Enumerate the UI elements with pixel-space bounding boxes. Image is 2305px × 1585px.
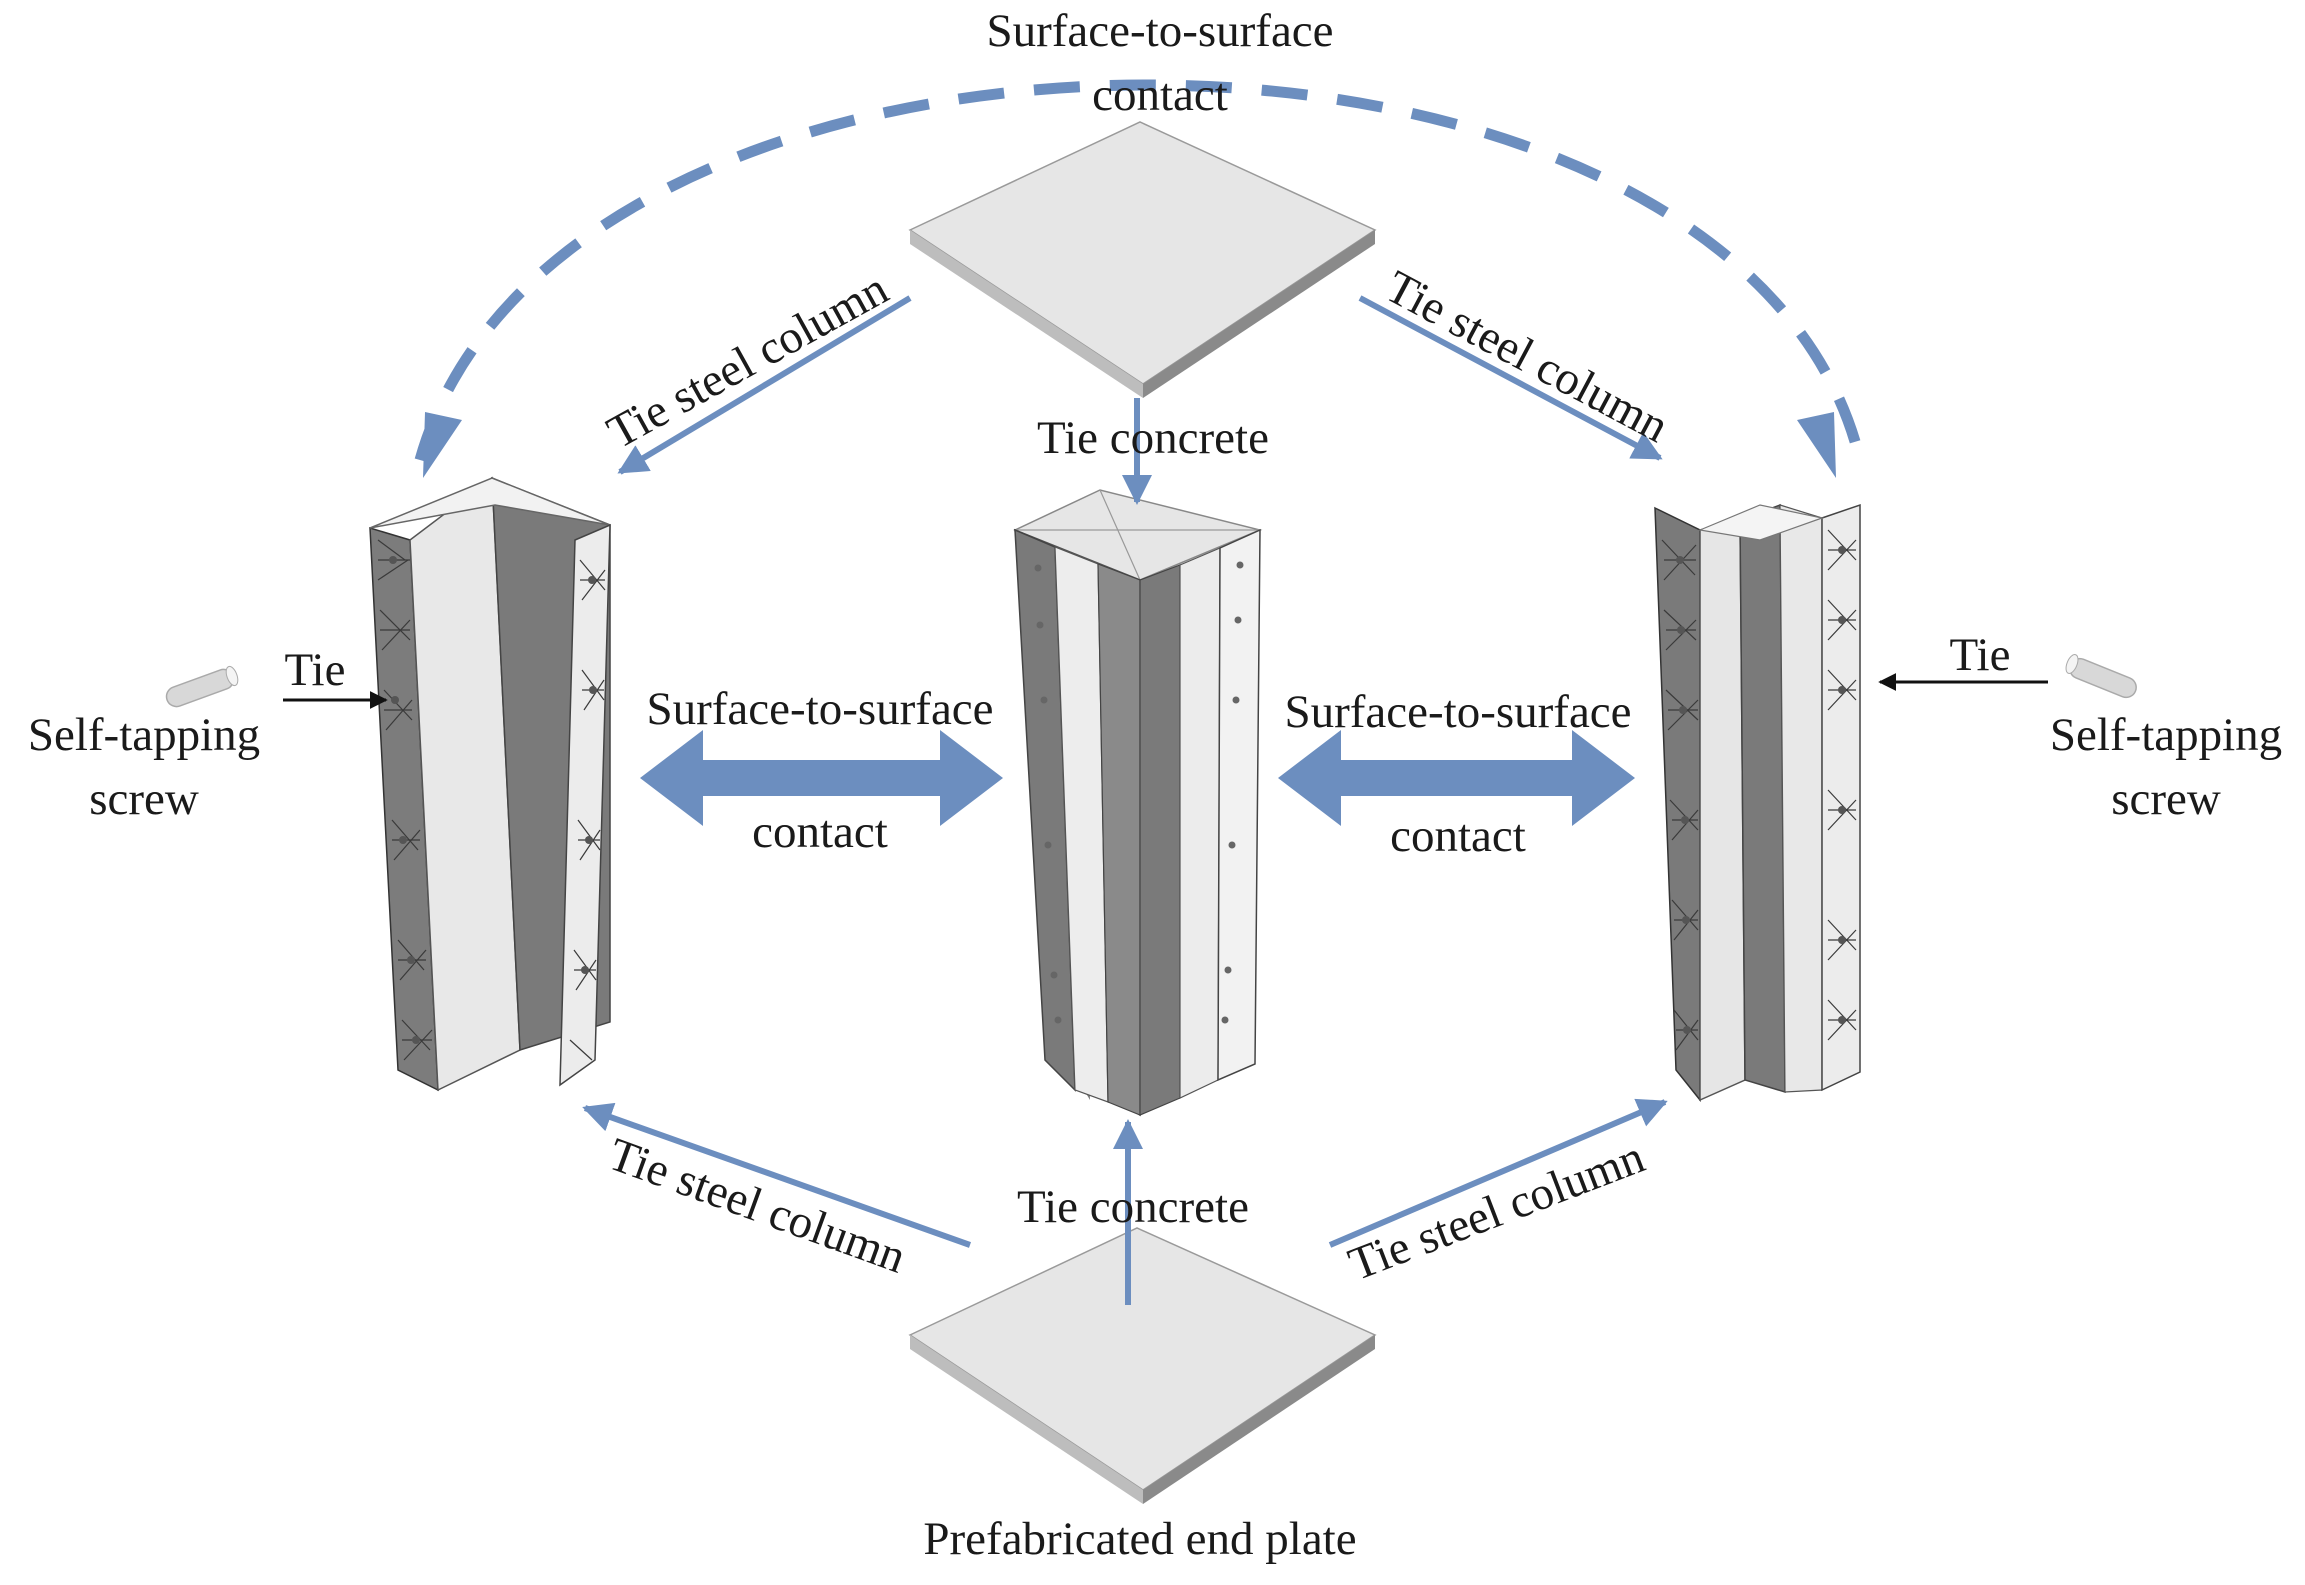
label-tie-concrete-top: Tie concrete: [1037, 412, 1269, 464]
arrow-tie-steel-tr: [1358, 295, 1663, 461]
right-steel-channel: [1654, 503, 1861, 1103]
label-screw-left-line2: screw: [89, 773, 199, 825]
label-screw-right-line1: Self-tapping: [2050, 709, 2282, 761]
label-top-contact-line1: Surface-to-surface: [986, 5, 1333, 57]
label-tie-left: Tie: [285, 644, 346, 696]
label-contact-right-line2: contact: [1390, 810, 1526, 862]
label-tie-steel-tl: Tie steel column: [599, 263, 897, 460]
bottom-end-plate: [908, 1227, 1377, 1504]
arrow-tie-steel-bl: [582, 1102, 972, 1248]
screw-icon-right: [2065, 654, 2137, 699]
dashed-arc-arrowhead-right: [1797, 412, 1836, 478]
left-steel-channel: [369, 476, 611, 1092]
label-tie-steel-br: Tie steel column: [1342, 1131, 1652, 1291]
label-tie-concrete-bottom: Tie concrete: [1017, 1181, 1249, 1233]
dashed-contact-arc: [414, 79, 1866, 462]
arrow-tie-steel-br: [1328, 1098, 1668, 1248]
arrow-tie-steel-tl: [617, 295, 912, 475]
label-screw-left-line1: Self-tapping: [28, 709, 260, 761]
label-contact-left-line2: contact: [752, 806, 888, 858]
double-arrow-left: [640, 730, 1003, 826]
center-concrete-filled-column: [1013, 489, 1263, 1117]
top-end-plate: [908, 121, 1377, 398]
label-tie-steel-tr: Tie steel column: [1377, 261, 1677, 453]
label-bottom-plate: Prefabricated end plate: [923, 1513, 1356, 1565]
screw-icon-left: [165, 665, 239, 708]
label-contact-right-line1: Surface-to-surface: [1284, 686, 1631, 738]
dashed-arc-arrowhead-left: [423, 412, 462, 478]
label-contact-left-line1: Surface-to-surface: [646, 683, 993, 735]
label-tie-right: Tie: [1950, 629, 2011, 681]
label-screw-right-line2: screw: [2111, 773, 2221, 825]
double-arrow-right: [1278, 730, 1635, 826]
label-top-contact-line2: contact: [1092, 69, 1228, 121]
